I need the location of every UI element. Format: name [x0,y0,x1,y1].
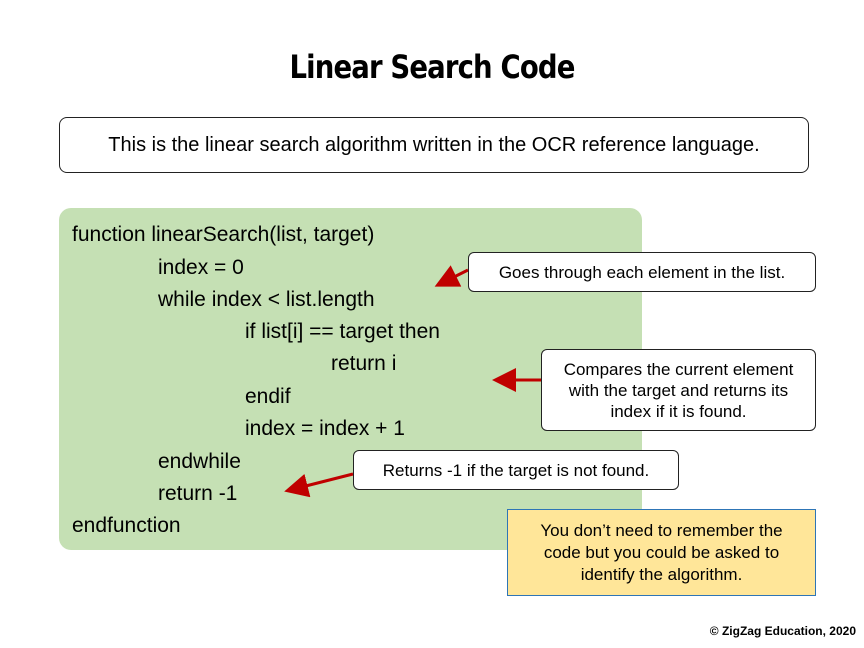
code-line-if: if list[i] == target then [245,320,440,343]
code-line-return-minus-one: return -1 [158,482,238,505]
code-line-function: function linearSearch(list, target) [72,223,375,246]
code-line-endfunction: endfunction [72,514,181,537]
callout-compare: Compares the current element with the ta… [541,349,816,431]
callout-loop: Goes through each element in the list. [468,252,816,292]
code-line-return-i: return i [331,352,397,375]
page-title: Linear Search Code [289,48,575,86]
callout-not-found: Returns -1 if the target is not found. [353,450,679,490]
note-box: You don’t need to remember the code but … [507,509,816,596]
code-line-increment: index = index + 1 [245,417,405,440]
code-line-while: while index < list.length [158,288,375,311]
code-line-endwhile: endwhile [158,450,241,473]
intro-box: This is the linear search algorithm writ… [59,117,809,173]
copyright-text: © ZigZag Education, 2020 [709,624,856,638]
code-line-endif: endif [245,385,291,408]
code-line-index-init: index = 0 [158,256,244,279]
